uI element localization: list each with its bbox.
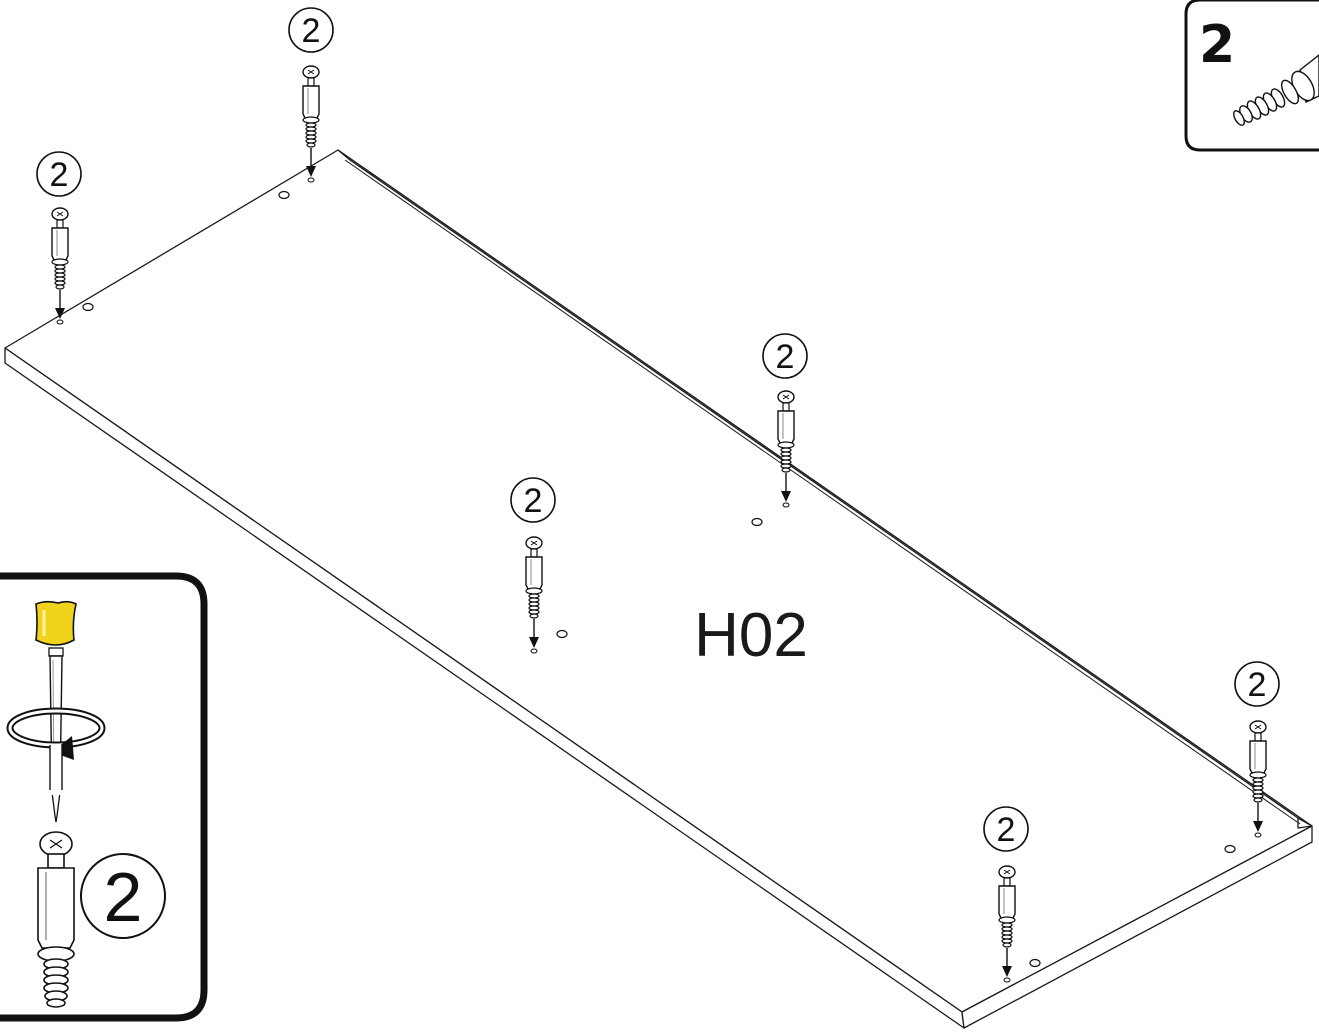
fitting-tag: 2 <box>776 338 795 376</box>
panel-label: H02 <box>694 601 808 670</box>
fitting-tag: 2 <box>997 811 1016 849</box>
fitting-tag: 2 <box>50 156 69 194</box>
fitting-tag-circle <box>510 477 556 523</box>
fitting-tag-circle <box>762 333 808 379</box>
fitting-tag-circle <box>288 7 334 53</box>
panel-holes <box>82 190 1236 968</box>
tool-instruction-box: 2 <box>0 572 208 1022</box>
cam-bolt-icon <box>51 207 69 325</box>
fitting-tag-circle <box>983 806 1029 852</box>
fitting-1: 2 <box>36 151 82 325</box>
fitting-3: 2 <box>762 333 808 508</box>
fitting-tag-circle <box>36 151 82 197</box>
cam-bolt-icon <box>37 831 75 1008</box>
fitting-6: 2 <box>983 806 1029 983</box>
fitting-5: 2 <box>1234 661 1280 838</box>
fitting-tag: 2 <box>1248 666 1267 704</box>
fitting-tag-circle <box>1234 661 1280 707</box>
part-quantity: 2 <box>1199 15 1235 75</box>
part-quantity-box: 2 <box>1184 0 1319 152</box>
fitting-tag: 2 <box>302 12 321 50</box>
cam-bolt-icon <box>1233 54 1319 126</box>
clockwise-rotation-arrow-icon <box>6 707 106 795</box>
tool-tag: 2 <box>104 858 143 936</box>
panel-board <box>4 149 1313 1029</box>
fitting-2: 2 <box>288 7 334 183</box>
fitting-tag: 2 <box>524 482 543 520</box>
fitting-4: 2 <box>510 477 556 654</box>
tool-tag-circle <box>80 853 166 939</box>
